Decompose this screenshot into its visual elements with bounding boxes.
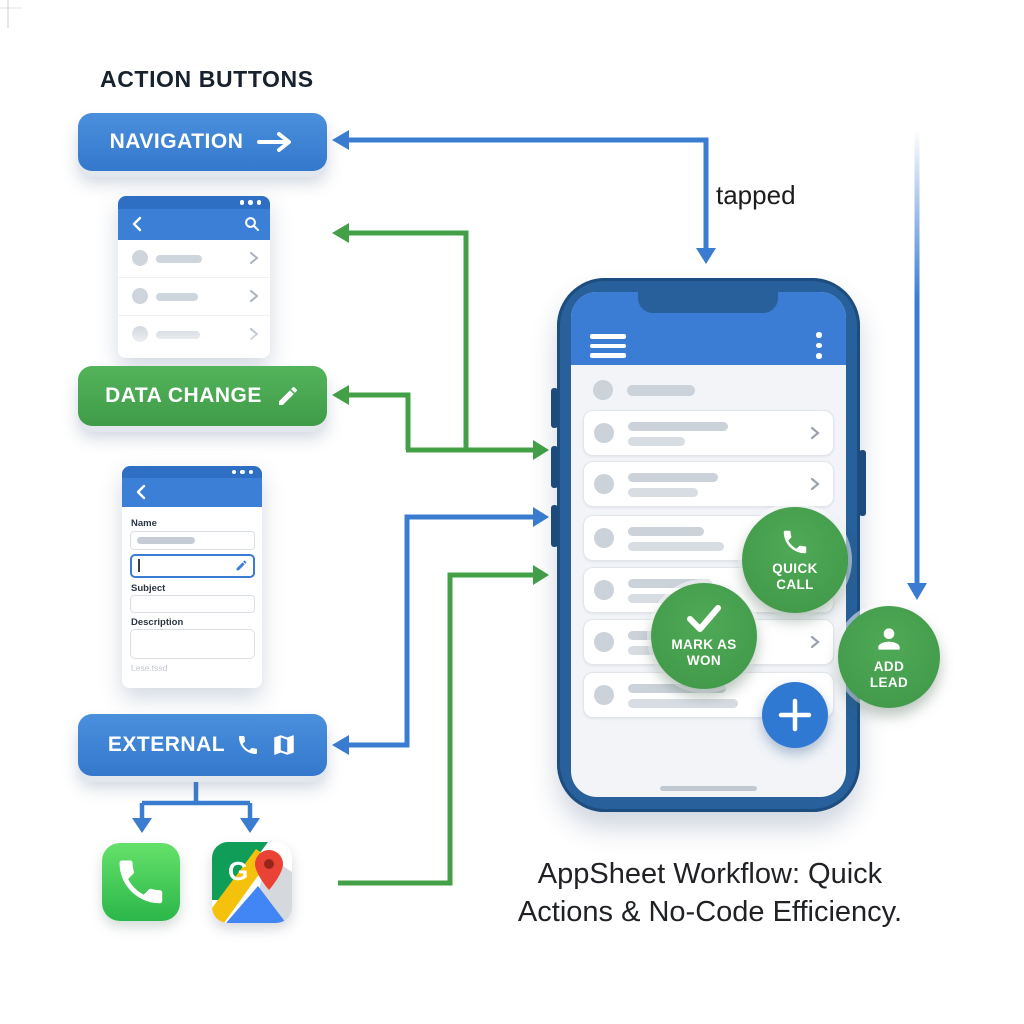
active-input-field[interactable] — [130, 554, 255, 578]
avatar — [594, 474, 614, 494]
person-icon — [878, 628, 900, 650]
chevron-right-icon — [810, 477, 820, 491]
placeholder-line — [628, 579, 712, 588]
placeholder-line — [628, 594, 688, 603]
lead-card[interactable] — [583, 410, 834, 456]
app-bar — [122, 478, 262, 507]
placeholder-line — [628, 437, 685, 446]
menu-icon[interactable] — [590, 334, 626, 358]
avatar — [594, 580, 614, 600]
phone-notch — [638, 292, 778, 313]
corner-mark — [0, 7, 22, 9]
external-button[interactable]: EXTERNAL — [78, 714, 327, 776]
subject-field[interactable] — [130, 595, 255, 613]
placeholder-line — [156, 293, 198, 301]
tapped-label: tapped — [716, 180, 796, 210]
lead-card[interactable] — [583, 461, 834, 507]
placeholder-line — [628, 699, 738, 708]
list-item[interactable] — [118, 240, 270, 278]
mark-as-won-label: MARK AS WON — [671, 637, 737, 668]
maps-g-letter: G — [228, 856, 248, 886]
phone-volume-button — [551, 446, 558, 488]
caption-text: AppSheet Workflow: Quick Actions & No-Co… — [517, 858, 903, 928]
add-lead-label: ADD LEAD — [869, 659, 909, 690]
chevron-right-icon — [810, 426, 820, 440]
chevron-right-icon — [810, 635, 820, 649]
navigation-button[interactable]: NAVIGATION — [78, 113, 327, 171]
list-item[interactable] — [118, 354, 270, 358]
data-change-button[interactable]: DATA CHANGE — [78, 366, 327, 426]
add-fab-button[interactable] — [762, 682, 828, 748]
pencil-icon — [278, 386, 297, 405]
phone-volume-button — [551, 505, 558, 547]
phone-icon — [239, 736, 258, 754]
placeholder-line — [137, 537, 195, 544]
placeholder-line — [628, 473, 718, 482]
google-maps-app-icon[interactable]: G — [212, 842, 292, 923]
data-change-button-label: DATA CHANGE — [105, 384, 262, 407]
check-icon — [687, 605, 721, 633]
form-footer-text: Lese.tssd — [131, 663, 168, 673]
subject-field-label: Subject — [131, 583, 166, 594]
arrow-right-icon — [257, 132, 292, 152]
phone-volume-button — [551, 388, 558, 428]
avatar — [132, 288, 148, 304]
external-button-label: EXTERNAL — [107, 733, 226, 756]
avatar — [132, 250, 148, 266]
maps-blue-area — [226, 886, 286, 923]
maps-pin-icon — [255, 850, 283, 890]
placeholder-line — [628, 684, 726, 693]
navigation-button-label: NAVIGATION — [109, 130, 244, 153]
list-item[interactable] — [118, 316, 270, 354]
avatar — [593, 380, 613, 400]
chevron-right-icon — [250, 290, 259, 302]
placeholder-line — [628, 488, 698, 497]
phone-handset-icon — [119, 860, 163, 904]
window-dots-icon — [231, 469, 253, 474]
corner-mark — [7, 0, 9, 28]
phone-power-button — [859, 450, 866, 516]
avatar — [594, 632, 614, 652]
window-chrome — [118, 196, 270, 209]
list-view-mockup — [118, 196, 270, 358]
description-field-label: Description — [131, 617, 184, 628]
home-indicator — [660, 786, 757, 791]
back-icon[interactable] — [128, 214, 148, 234]
form-view-mockup: Name Subject Description Lese.tssd — [122, 466, 262, 688]
phone-icon — [783, 530, 807, 554]
avatar — [594, 685, 614, 705]
phone-app-icon[interactable] — [102, 843, 180, 921]
chevron-right-icon — [250, 252, 259, 264]
placeholder-line — [628, 542, 724, 551]
mark-as-won-action[interactable]: MARK AS WON — [651, 583, 757, 689]
avatar — [594, 528, 614, 548]
placeholder-line — [628, 422, 728, 431]
avatar — [594, 423, 614, 443]
quick-call-action[interactable]: QUICK CALL — [742, 507, 848, 613]
placeholder-line — [156, 331, 200, 339]
map-icon — [274, 735, 294, 755]
quick-call-label: QUICK CALL — [772, 561, 818, 592]
placeholder-line — [156, 255, 202, 263]
name-field-label: Name — [131, 518, 157, 529]
more-options-icon[interactable] — [816, 332, 822, 359]
window-dots-icon — [239, 200, 261, 205]
add-lead-action[interactable]: ADD LEAD — [838, 606, 940, 708]
name-field[interactable] — [130, 531, 255, 550]
back-icon[interactable] — [132, 482, 152, 502]
description-field[interactable] — [130, 629, 255, 659]
placeholder-line — [627, 385, 695, 396]
window-chrome — [122, 466, 262, 478]
placeholder-line — [628, 527, 704, 536]
pencil-icon — [236, 560, 247, 571]
text-cursor — [138, 559, 140, 572]
app-bar — [118, 209, 270, 240]
avatar — [132, 326, 148, 342]
chevron-right-icon — [250, 328, 259, 340]
page-title: ACTION BUTTONS — [100, 66, 314, 92]
search-icon[interactable] — [244, 216, 260, 232]
list-item[interactable] — [118, 278, 270, 316]
plus-icon — [778, 698, 812, 732]
